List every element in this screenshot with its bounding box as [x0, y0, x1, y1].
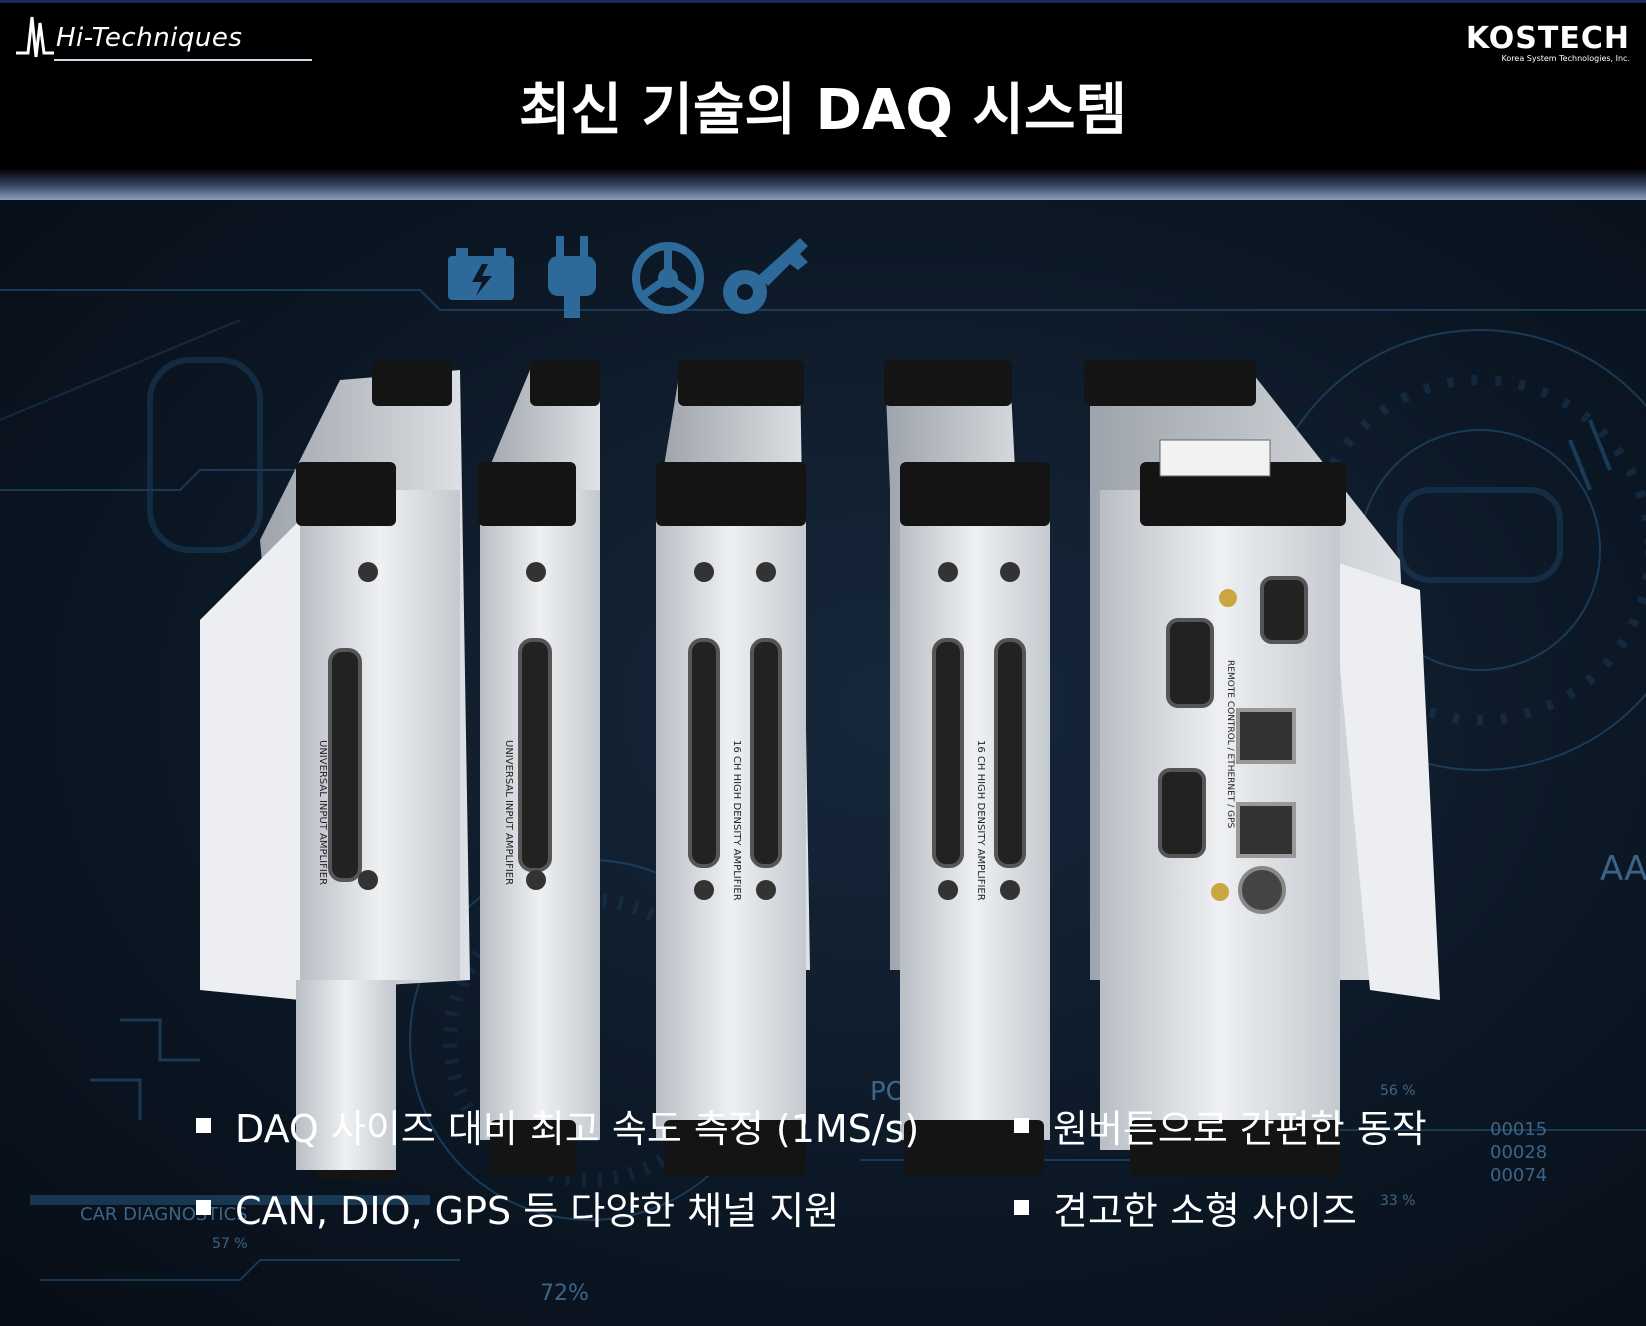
brand-right-subtitle: Korea System Technologies, Inc.	[1501, 54, 1630, 63]
feature-text: DAQ 사이즈 대비 최고 속도 측정 (1MS/s)	[235, 1107, 920, 1151]
module-label: REMOTE CONTROL / ETHERNET / GPS	[1225, 660, 1235, 829]
brand-right-name: KOSTECH	[1465, 21, 1630, 56]
brand-underline	[54, 59, 312, 61]
plug-icon	[548, 236, 596, 318]
feature-list: DAQ 사이즈 대비 최고 속도 측정 (1MS/s) 원버튼으로 간편한 동작…	[0, 1098, 1646, 1258]
hud-label: 00015	[1490, 1119, 1547, 1140]
battery-icon	[448, 248, 514, 300]
hero-illustration: POWER UNIT CAR DIAGNOSTICS 56 % 33 % 57 …	[0, 236, 1646, 1306]
header-bar: Hi-Techniques KOSTECH Korea System Techn…	[0, 0, 1646, 200]
daq-module-1: UNIVERSAL INPUT AMPLIFIER	[200, 360, 470, 1180]
feature-text: 원버튼으로 간편한 동작	[1053, 1107, 1427, 1151]
module-label: UNIVERSAL INPUT AMPLIFIER	[317, 740, 328, 885]
hud-label: 57 %	[212, 1236, 248, 1252]
page-title: 최신 기술의 DAQ 시스템	[518, 78, 1128, 143]
daq-module-4: 16 CH HIGH DENSITY AMPLIFIER	[884, 360, 1050, 1176]
bullet-square-icon	[1014, 1200, 1029, 1215]
module-label: UNIVERSAL INPUT AMPLIFIER	[503, 740, 514, 885]
hi-techniques-logo: Hi-Techniques	[14, 13, 314, 63]
bullet-square-icon	[196, 1118, 211, 1133]
bullet-square-icon	[196, 1200, 211, 1215]
feature-text: CAN, DIO, GPS 등 다양한 채널 지원	[235, 1189, 840, 1233]
key-icon	[723, 238, 808, 314]
waveform-logo-icon	[16, 16, 54, 58]
hud-label: 72%	[540, 1281, 589, 1306]
feature-text: 견고한 소형 사이즈	[1053, 1189, 1357, 1233]
steering-wheel-icon	[632, 242, 704, 314]
feature-item: CAN, DIO, GPS 등 다양한 채널 지원	[196, 1180, 839, 1235]
hud-label: AA	[1600, 849, 1646, 889]
hud-label: 00074	[1490, 1165, 1547, 1186]
bullet-square-icon	[1014, 1118, 1029, 1133]
feature-item: 원버튼으로 간편한 동작	[1014, 1098, 1427, 1153]
daq-module-5: REMOTE CONTROL / ETHERNET / GPS	[1084, 360, 1440, 1176]
kostech-logo: KOSTECH Korea System Technologies, Inc.	[1450, 21, 1630, 63]
module-label: 16 CH HIGH DENSITY AMPLIFIER	[975, 740, 986, 901]
hud-label: 33 %	[1380, 1193, 1416, 1209]
brand-left-name: Hi-Techniques	[56, 23, 243, 53]
daq-module-3: 16 CH HIGH DENSITY AMPLIFIER	[656, 360, 810, 1176]
hero-image: POWER UNIT CAR DIAGNOSTICS 56 % 33 % 57 …	[0, 200, 1646, 1326]
feature-item: DAQ 사이즈 대비 최고 속도 측정 (1MS/s)	[196, 1098, 919, 1153]
hud-label: 56 %	[1380, 1083, 1416, 1099]
feature-item: 견고한 소형 사이즈	[1014, 1180, 1357, 1235]
module-label: 16 CH HIGH DENSITY AMPLIFIER	[731, 740, 742, 901]
hud-label: 00028	[1490, 1142, 1547, 1163]
daq-module-2: UNIVERSAL INPUT AMPLIFIER	[478, 360, 600, 1176]
